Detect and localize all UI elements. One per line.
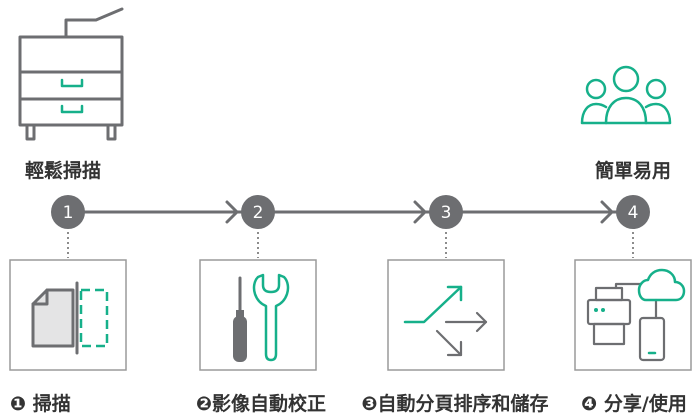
scan-document-icon [31,281,109,355]
step-3: 3 ❸自動分頁排序和儲存 [361,195,549,415]
multifunction-printer-icon [18,7,124,141]
step-label: ❶ 掃描 [10,392,71,415]
screwdriver-handle [233,316,247,362]
step-box [387,259,505,371]
step-4: 4 ❹ 分享/使用 [574,195,692,415]
printer-scanner-lid [64,7,124,39]
wrench-outline [252,273,290,362]
step-label: ❸自動分頁排序和儲存 [361,392,548,415]
process-flow [68,200,633,224]
user-head-center [612,65,640,93]
user-group-icon [580,65,672,125]
smartphone-icon [638,316,666,362]
step-1: 1 ❶ 掃描 [9,195,127,415]
arrow-down-path [435,329,463,357]
step-2: 2 ❷影像自動校正 [196,195,326,415]
step-number: 1 [63,203,74,223]
printer-foot [25,123,36,141]
arrowhead-to-step-2 [225,200,239,224]
printer-indicator-light [594,308,598,312]
step-number-badge [51,195,85,229]
step-number: 3 [441,203,452,223]
printer-drawer-dividers [18,70,124,101]
share-devices-icon [586,268,686,362]
document-page [31,288,75,348]
arrow-up-head [446,285,463,302]
screwdriver-wrench-icon [233,273,290,362]
end-label: 簡單易用 [595,159,671,182]
printer-drawer-handle [60,78,84,88]
user-head-left [585,78,607,100]
printer-to-cloud-connector [614,282,642,290]
arrow-down-head [446,340,463,357]
step-number: 4 [628,203,639,223]
cloud-icon [637,268,686,302]
printer-body [18,35,124,127]
user-body-center [604,96,648,125]
arrow-right-head [475,311,488,333]
arrowhead-to-step-4 [600,200,614,224]
printer-drawer-handle [60,104,84,114]
step-number-badge [241,195,275,229]
user-body-left [580,102,608,125]
arrowhead-to-step-3 [413,200,427,224]
step-label: ❷影像自動校正 [196,392,326,415]
step-number-badge [616,195,650,229]
step-label: ❹ 分享/使用 [581,392,687,415]
document-fold [31,288,49,306]
small-printer-tray [592,322,626,346]
step-number-badge [429,195,463,229]
printer-indicator-light [601,308,605,312]
step-number: 2 [253,203,264,223]
user-head-right [645,78,667,100]
step-box [574,259,692,371]
start-label: 輕鬆掃描 [25,159,101,182]
screwdriver-ferrule [236,310,244,318]
user-body-right [644,102,672,125]
arrow-up-path [403,285,463,324]
printer-foot [106,123,117,141]
split-arrows-icon [403,285,488,357]
